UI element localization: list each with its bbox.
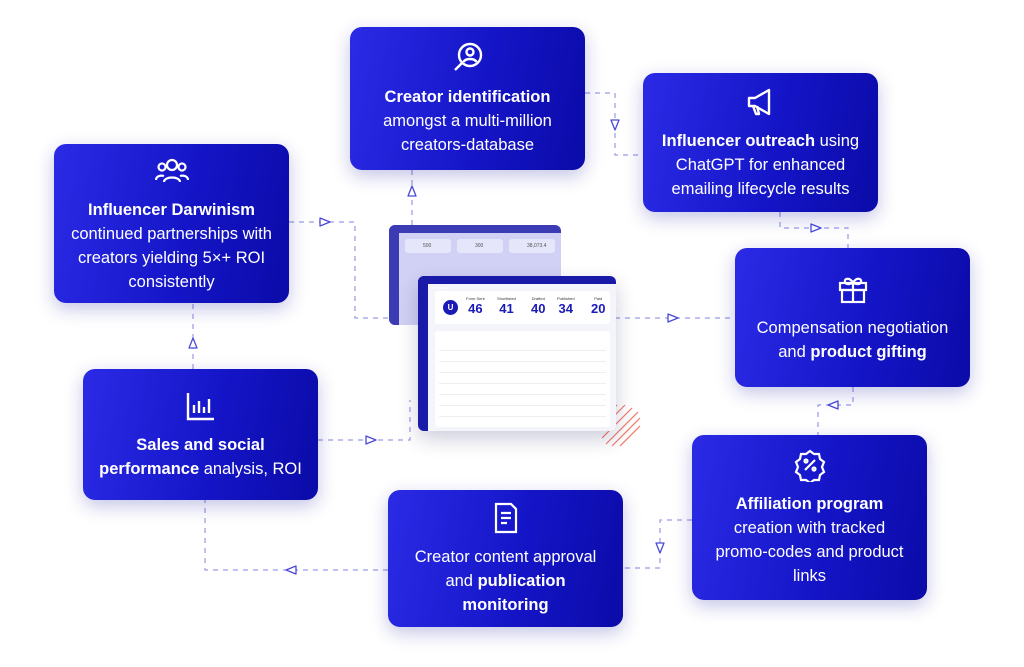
stage-value: 46 bbox=[468, 301, 483, 316]
percent-badge-icon bbox=[794, 449, 825, 482]
stage-label: Drafted bbox=[531, 296, 545, 301]
card-title: Sales and social performance bbox=[99, 435, 265, 478]
arrow-icon bbox=[365, 435, 377, 445]
stage-value: 20 bbox=[591, 301, 606, 316]
card-title: Influencer outreach bbox=[661, 131, 816, 150]
users-icon bbox=[154, 158, 189, 182]
stage-value: 41 bbox=[499, 301, 514, 316]
arrow-icon bbox=[810, 223, 822, 233]
arrow-icon bbox=[655, 542, 665, 554]
user-search-icon bbox=[453, 42, 482, 71]
logo: U bbox=[443, 300, 458, 315]
card-title: publication monitoring bbox=[462, 571, 566, 614]
card-sales-analysis: Sales and social performance analysis, R… bbox=[83, 369, 318, 500]
stage-label: Published bbox=[557, 296, 575, 301]
arrow-icon bbox=[188, 337, 198, 349]
arrow-icon bbox=[827, 400, 839, 410]
card-text: Compensation negotiation and bbox=[756, 318, 949, 361]
bar-chart-icon bbox=[186, 392, 214, 420]
stage-label: Paid bbox=[594, 296, 603, 301]
card-title: Influencer Darwinism bbox=[88, 200, 255, 219]
card-title: Creator identification bbox=[384, 87, 551, 106]
megaphone-icon bbox=[747, 88, 770, 115]
card-text: amongst a multi-million creators-databas… bbox=[383, 111, 552, 154]
stage-label: Form Sent bbox=[466, 296, 485, 301]
dashboard-title: Workflow bbox=[432, 285, 449, 290]
card-text: Creator content approval and bbox=[414, 547, 597, 590]
card-title: Affiliation program bbox=[735, 494, 884, 513]
back-stat: 500 bbox=[405, 239, 451, 253]
card-influencer-outreach: Influencer outreach using ChatGPT for en… bbox=[643, 73, 878, 212]
card-text: analysis, ROI bbox=[199, 459, 302, 478]
card-content-approval: Creator content approval and publication… bbox=[388, 490, 623, 627]
stage-value: 34 bbox=[558, 301, 574, 316]
stage-value: 40 bbox=[531, 301, 546, 316]
back-stat: 38,073.4 bbox=[509, 239, 555, 253]
arrow-icon bbox=[610, 119, 620, 131]
arrow-icon bbox=[667, 313, 679, 323]
card-text: using ChatGPT for enhanced emailing life… bbox=[671, 131, 860, 198]
card-title: product gifting bbox=[810, 342, 927, 361]
card-creator-identification: Creator identification amongst a multi-m… bbox=[350, 27, 585, 170]
gift-icon bbox=[838, 277, 867, 303]
card-text: continued partnerships with creators yie… bbox=[71, 224, 272, 291]
card-influencer-darwinism: Influencer Darwinism continued partnersh… bbox=[54, 144, 289, 303]
creator-table bbox=[435, 331, 610, 427]
back-stat: 300 bbox=[457, 239, 503, 253]
stage-label: Shortlisted bbox=[497, 296, 516, 301]
card-text: creation with tracked promo-codes and pr… bbox=[715, 518, 904, 585]
card-compensation: Compensation negotiation and product gif… bbox=[735, 248, 970, 387]
arrow-icon bbox=[285, 565, 297, 575]
arrow-icon bbox=[319, 217, 331, 227]
arrow-icon bbox=[407, 185, 417, 197]
card-affiliation: Affiliation program creation with tracke… bbox=[692, 435, 927, 600]
document-icon bbox=[494, 502, 517, 533]
